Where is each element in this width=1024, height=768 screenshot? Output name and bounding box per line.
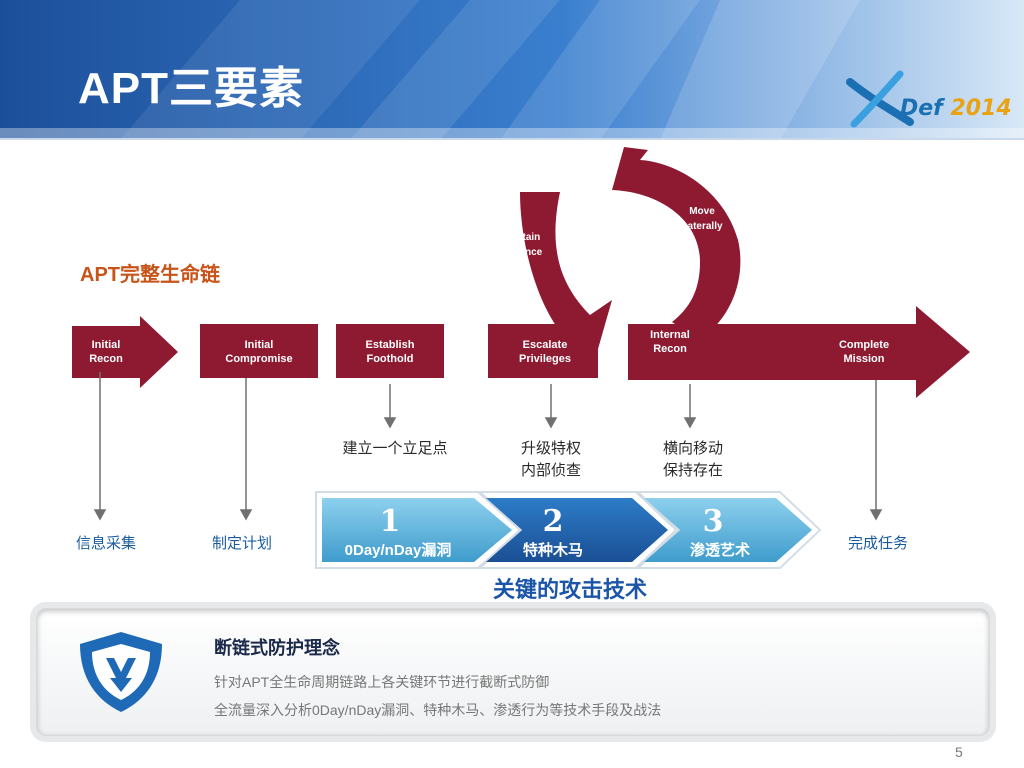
- stage-box-escalate-privileges: [488, 324, 598, 378]
- mid-label-foothold: 建立一个立足点: [330, 438, 460, 460]
- panel-title: 断链式防护理念: [214, 638, 340, 658]
- header-banner: [0, 0, 1024, 140]
- defense-panel: [36, 608, 990, 736]
- bottom-label-collect: 信息采集: [76, 535, 137, 552]
- stage-box-establish-foothold: [336, 324, 444, 378]
- technique-chevrons: [315, 491, 822, 569]
- key-tech-title: 关键的攻击技术: [493, 577, 648, 602]
- technique-2-caption: 特种木马: [522, 542, 583, 559]
- technique-1-number: 1: [379, 504, 401, 539]
- mid-label-lateral-line1: 横向移动: [662, 440, 723, 457]
- stage-arrow-initial-recon: [72, 316, 178, 388]
- logo-brand: Def: [900, 96, 943, 121]
- logo-year: 2014: [950, 96, 1012, 121]
- technique-1-caption: 0Day/nDay漏洞: [344, 542, 452, 559]
- page-number: 5: [955, 744, 963, 760]
- bottom-label-complete: 完成任务: [848, 535, 909, 552]
- logo-text: Def 2014: [900, 96, 1012, 121]
- stage-box-initial-compromise: [200, 324, 318, 378]
- connector-lines: [93, 372, 883, 521]
- lifecycle-title: APT完整生命链: [80, 264, 220, 286]
- move-laterally-arc: [612, 147, 741, 340]
- mid-label-lateral: 横向移动 保持存在: [638, 438, 748, 482]
- page-title: APT三要素: [78, 64, 304, 113]
- mid-label-escalate-line2: 内部侦查: [520, 462, 581, 479]
- bottom-label-plan: 制定计划: [212, 535, 273, 552]
- mid-label-lateral-line2: 保持存在: [662, 462, 723, 479]
- mid-label-escalate-line1: 升级特权: [520, 440, 581, 457]
- panel-line-2: 全流量深入分析0Day/nDay漏洞、特种木马、渗透行为等技术手段及战法: [214, 702, 662, 718]
- mid-label-escalate: 升级特权 内部侦查: [496, 438, 606, 482]
- shield-icon: [80, 632, 162, 712]
- panel-line-1: 针对APT全生命周期链路上各关键环节进行截断式防御: [214, 674, 550, 690]
- maintain-presence-arc: [520, 192, 612, 356]
- mid-label-foothold-line1: 建立一个立足点: [342, 440, 448, 457]
- technique-3-number: 3: [702, 504, 724, 539]
- xdef-logo: [846, 70, 914, 128]
- technique-2-number: 2: [542, 504, 564, 539]
- technique-3-caption: 渗透艺术: [689, 542, 750, 559]
- stage-arrow-internal-recon-complete: [628, 306, 970, 398]
